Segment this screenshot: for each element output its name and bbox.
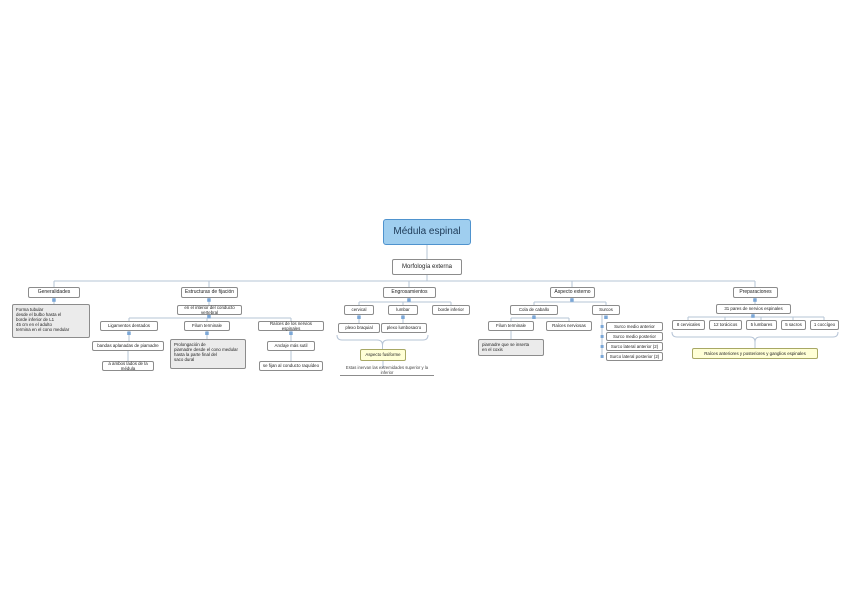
node-morfologia-externa[interactable]: Morfología externa — [392, 259, 462, 275]
node-surco-lateral-anterior[interactable]: Surco lateral anterior (2) — [606, 342, 663, 351]
node-medula-espinal[interactable]: Médula espinal — [383, 219, 471, 245]
node-a-ambos-lados[interactable]: a ambos lados de la médula — [102, 361, 154, 371]
node-surco-lateral-posterior[interactable]: Surco lateral posterior (2) — [606, 352, 663, 361]
node-preparaciones[interactable]: Preparaciones — [733, 287, 778, 298]
note-raices-ganglios[interactable]: Raíces anteriores y posteriores y gangli… — [692, 348, 818, 359]
node-5-lumbares[interactable]: 5 lumbares — [746, 320, 777, 330]
node-borde-inferior[interactable]: borde inferior — [432, 305, 470, 315]
node-8-cervicales[interactable]: 8 cervicales — [672, 320, 705, 330]
node-31-pares[interactable]: 31 pares de nervios espinales — [716, 304, 791, 314]
node-generalidades[interactable]: Generalidades — [28, 287, 80, 298]
node-12-toracicos[interactable]: 12 torácicos — [709, 320, 742, 330]
node-anclaje-sutil[interactable]: Anclaje más sutil — [267, 341, 315, 351]
note-piamadre-coxis[interactable]: piamadre que se inserta en el coxis — [478, 339, 544, 356]
node-surco-medio-anterior[interactable]: Surco medio anterior — [606, 322, 663, 331]
node-surcos[interactable]: Surcos — [592, 305, 620, 315]
node-aspecto-externo[interactable]: Aspecto externo — [550, 287, 595, 298]
node-5-sacros[interactable]: 5 sacros — [781, 320, 806, 330]
node-filum-terminale-cola[interactable]: Filum terminale — [488, 321, 534, 331]
note-generalidades[interactable]: Forma tubular desde el bulbo hasta el bo… — [12, 304, 90, 338]
node-engrosamientos[interactable]: Engrosamientos — [383, 287, 436, 298]
node-estructuras-fijacion[interactable]: Estructuras de fijación — [181, 287, 238, 298]
node-surco-medio-posterior[interactable]: Surco medio posterior — [606, 332, 663, 341]
node-plexo-braquial[interactable]: plexo braquial — [338, 323, 380, 333]
note-aspecto-fusiforme[interactable]: Aspecto fusiforme — [360, 349, 406, 361]
node-ligamentos-dentados[interactable]: Ligamentos dentados — [100, 321, 158, 331]
node-interior-conducto-vertebral[interactable]: en el interior del conducto vertebral — [177, 305, 242, 315]
node-fijan-conducto-raquideo[interactable]: se fijan al conducto raquídeo — [259, 361, 323, 371]
node-engrosamiento-lumbar[interactable]: lumbar — [388, 305, 418, 315]
node-raices-nerviosas[interactable]: Raíces nerviosas — [546, 321, 592, 331]
node-filum-terminale-fijacion[interactable]: Filum terminale — [184, 321, 230, 331]
note-inervan-extremidades[interactable]: Estas inervan las extremidades superior … — [340, 365, 434, 376]
node-1-coccigeo[interactable]: 1 coccígeo — [810, 320, 839, 330]
note-filum-terminale[interactable]: Prolongación de piamadre desde el cono m… — [170, 339, 246, 369]
node-raices-nervios-espinales[interactable]: Raíces de los nervios espinales — [258, 321, 324, 331]
node-engrosamiento-cervical[interactable]: cervical — [344, 305, 374, 315]
node-bandas-piamadre[interactable]: bandas aplanadas de piamadre — [92, 341, 164, 351]
node-cola-de-caballo[interactable]: Cola de caballo — [510, 305, 558, 315]
node-plexo-lumbosacro[interactable]: plexo lumbosacro — [381, 323, 427, 333]
